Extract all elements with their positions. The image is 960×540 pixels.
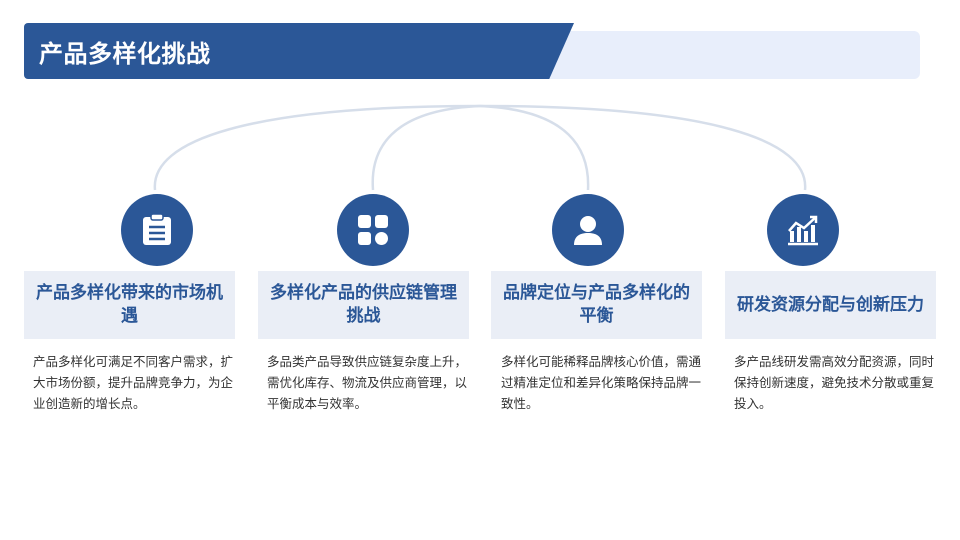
connector-1 xyxy=(153,104,481,191)
card-1-description: 产品多样化可满足不同客户需求，扩大市场份额，提升品牌竞争力，为企业创造新的增长点… xyxy=(33,354,234,411)
card-1-title: 产品多样化带来的市场机遇 xyxy=(24,271,235,339)
connector-3 xyxy=(479,104,590,191)
card-2-icon-circle xyxy=(337,194,409,266)
page-title: 产品多样化挑战 xyxy=(39,40,211,68)
card-3-description: 多样化可能稀释品牌核心价值，需通过精准定位和差异化策略保持品牌一致性。 xyxy=(501,354,702,411)
card-3-title: 品牌定位与产品多样化的平衡 xyxy=(491,271,702,339)
chart-growth-icon xyxy=(788,215,818,246)
card-3-icon-circle xyxy=(552,194,624,266)
card-4-title: 研发资源分配与创新压力 xyxy=(725,271,936,339)
card-1-icon-circle xyxy=(121,194,193,266)
connector-2 xyxy=(371,104,481,191)
user-icon xyxy=(574,216,602,245)
grid-icon xyxy=(358,215,388,245)
card-2-title: 多样化产品的供应链管理挑战 xyxy=(258,271,469,339)
card-2-description: 多品类产品导致供应链复杂度上升，需优化库存、物流及供应商管理，以平衡成本与效率。 xyxy=(267,354,468,411)
header-accent-bar xyxy=(540,31,920,79)
connector-4 xyxy=(479,104,807,191)
header-bar xyxy=(24,23,574,79)
card-4-icon-circle xyxy=(767,194,839,266)
clipboard-icon xyxy=(143,213,171,245)
card-4-description: 多产品线研发需高效分配资源，同时保持创新速度，避免技术分散或重复投入。 xyxy=(734,354,935,411)
